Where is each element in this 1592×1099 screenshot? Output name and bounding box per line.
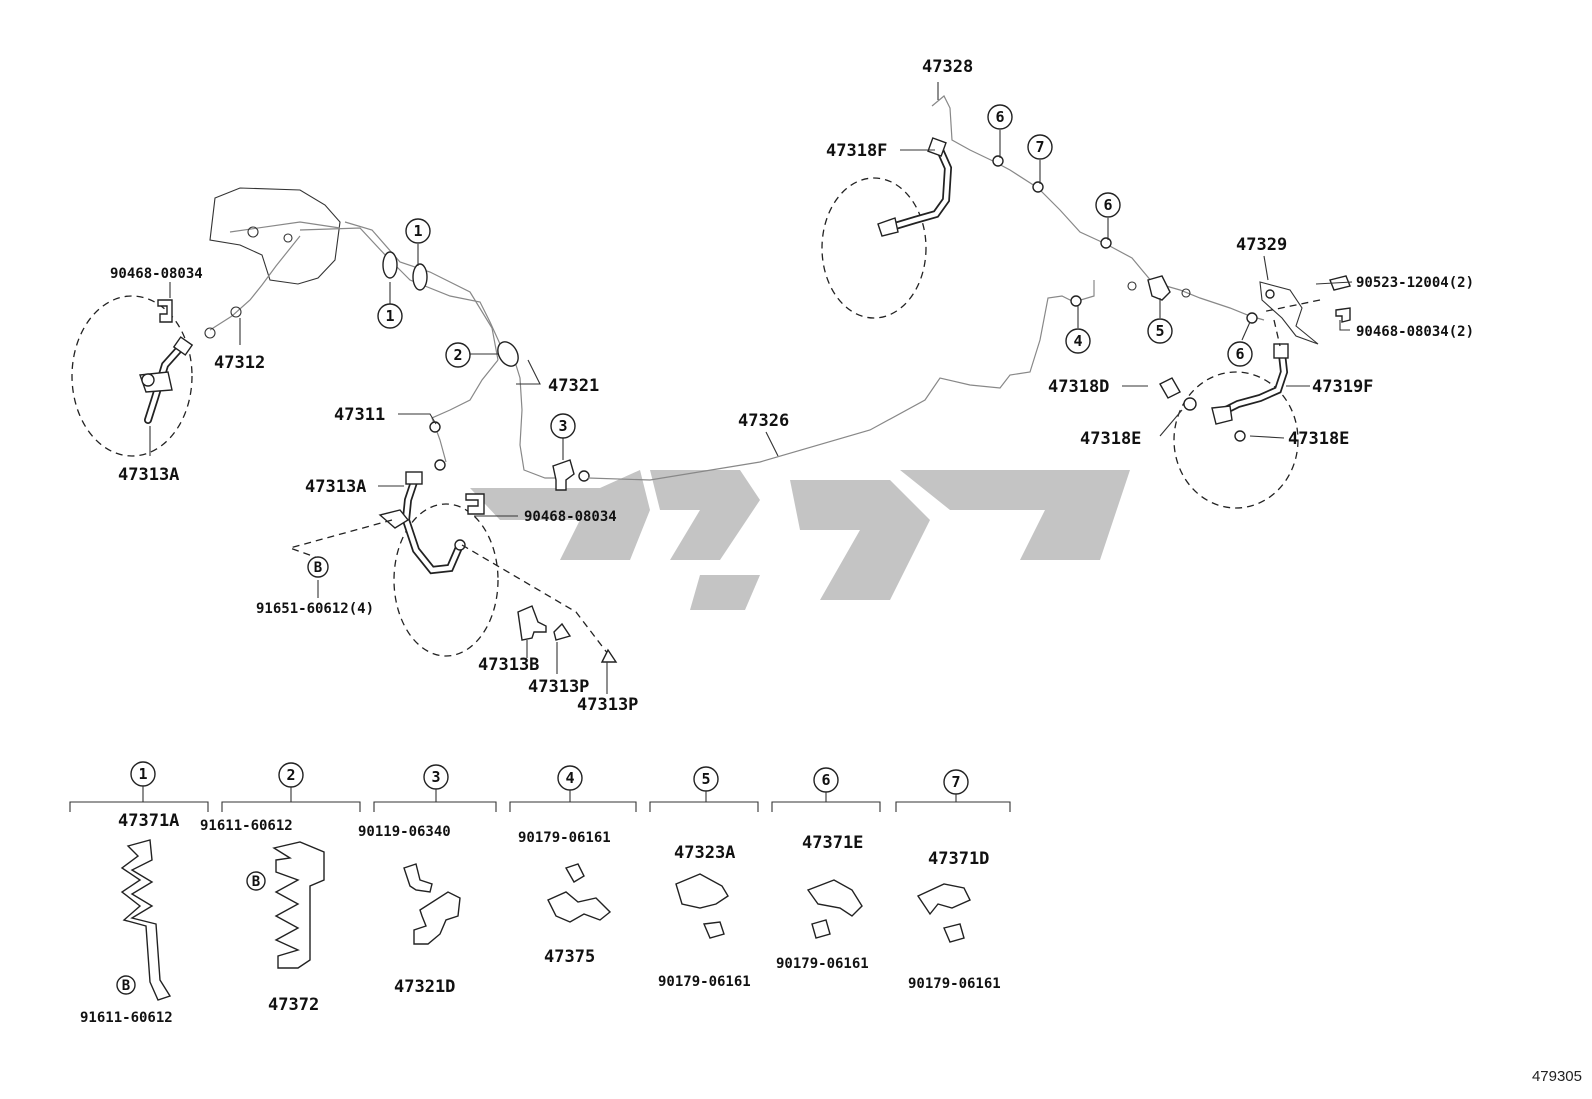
group-2-part-1: 91611-60612 [200, 818, 293, 834]
callout-90468-08034-left: 90468-08034 [110, 266, 203, 282]
group-6-part-1: 47371E [802, 833, 863, 853]
callout-47318F: 47318F [826, 141, 887, 161]
wheel-front-right [821, 177, 927, 319]
callout-90468-08034-center: 90468-08034 [524, 509, 617, 525]
detail-group-3: 3 90119-06340 47321D [358, 764, 497, 997]
diagram-code: 479305 [1531, 1068, 1582, 1085]
callout-47311: 47311 [334, 405, 385, 425]
marker-b-center: B [307, 556, 329, 578]
svg-text:7: 7 [951, 773, 960, 791]
callout-47318D: 47318D [1048, 377, 1109, 397]
group-5-part-1: 47323A [674, 843, 735, 863]
svg-text:6: 6 [995, 108, 1004, 126]
callout-90468-08034-right: 90468-08034(2) [1356, 324, 1474, 340]
marker-6-top: 6 [987, 104, 1013, 130]
marker-1-top: 1 [405, 218, 431, 244]
detail-groups: 1 47371A B 91611-60612 2 91611-60612 B 4… [69, 761, 1011, 1026]
svg-text:4: 4 [565, 769, 574, 787]
marker-5: 5 [1147, 318, 1173, 344]
group-4-part-2: 47375 [544, 947, 595, 967]
callout-47326: 47326 [738, 411, 789, 431]
detail-group-6: 6 47371E 90179-06161 [771, 767, 881, 972]
svg-text:1: 1 [138, 765, 147, 783]
detail-group-1: 1 47371A B 91611-60612 [69, 761, 209, 1026]
group-6-part-2: 90179-06161 [776, 956, 869, 972]
group-3-part-1: 90119-06340 [358, 824, 451, 840]
group-7-part-2: 90179-06161 [908, 976, 1001, 992]
callout-47319F: 47319F [1312, 377, 1373, 397]
group-4-part-1: 90179-06161 [518, 830, 611, 846]
marker-2: 2 [445, 342, 471, 368]
detail-group-4: 4 90179-06161 47375 [509, 765, 637, 967]
callout-47329: 47329 [1236, 235, 1287, 255]
group-1-part-1: 47371A [118, 811, 179, 831]
svg-text:1: 1 [413, 222, 422, 240]
master-cylinder [209, 187, 341, 285]
tube-47312 [209, 235, 301, 331]
callout-47321: 47321 [548, 376, 599, 396]
leader-lines [149, 82, 1353, 694]
callout-47313P-a: 47313P [528, 677, 589, 697]
callout-47313P-b: 47313P [577, 695, 638, 715]
watermark-logo [470, 470, 1130, 610]
group-1-part-2: 91611-60612 [80, 1010, 173, 1026]
svg-text:4: 4 [1073, 332, 1082, 350]
marker-6-right: 6 [1227, 341, 1253, 367]
wheel-rear-right [1173, 371, 1299, 509]
callout-47312: 47312 [214, 353, 265, 373]
marker-6-mid: 6 [1095, 192, 1121, 218]
svg-text:3: 3 [431, 768, 440, 786]
callout-90523-12004: 90523-12004(2) [1356, 275, 1474, 291]
group-2-part-2: 47372 [268, 995, 319, 1015]
svg-text:B: B [252, 874, 260, 890]
svg-text:3: 3 [558, 417, 567, 435]
svg-text:5: 5 [701, 770, 710, 788]
marker-3: 3 [550, 413, 576, 439]
callout-47313A-center: 47313A [305, 477, 366, 497]
svg-text:6: 6 [1103, 196, 1112, 214]
svg-text:6: 6 [821, 771, 830, 789]
svg-text:1: 1 [385, 307, 394, 325]
callout-47318E-left: 47318E [1080, 429, 1141, 449]
callout-47313A-left: 47313A [118, 465, 179, 485]
svg-text:5: 5 [1155, 322, 1164, 340]
wheel-front-left-inner [393, 503, 499, 657]
tube-47326 [587, 280, 1095, 481]
svg-text:2: 2 [286, 766, 295, 784]
marker-4: 4 [1065, 328, 1091, 354]
detail-group-5: 5 47323A 90179-06161 [649, 766, 759, 990]
group-3-part-2: 47321D [394, 977, 455, 997]
marker-7: 7 [1027, 134, 1053, 160]
wheel-front-left-outer [71, 295, 193, 457]
callout-91651-60612: 91651-60612(4) [256, 601, 374, 617]
group-5-part-2: 90179-06161 [658, 974, 751, 990]
reference-markers: 1 1 2 3 6 7 6 4 5 6 B [307, 104, 1253, 578]
detail-group-7: 7 47371D 90179-06161 [895, 769, 1011, 992]
svg-text:2: 2 [453, 346, 462, 364]
svg-text:B: B [122, 978, 130, 994]
group-7-part-1: 47371D [928, 849, 989, 869]
front-right-assembly [821, 95, 1351, 509]
front-left-assembly [71, 187, 1095, 663]
svg-text:B: B [314, 560, 322, 576]
callout-47313B: 47313B [478, 655, 539, 675]
marker-1-bottom: 1 [377, 303, 403, 329]
detail-group-2: 2 91611-60612 B 47372 [200, 762, 361, 1015]
svg-text:7: 7 [1035, 138, 1044, 156]
callout-labels: 47328 47318F 90468-08034 47312 47313A 47… [110, 57, 1474, 715]
tube-47328 [931, 95, 1265, 321]
callout-47328: 47328 [922, 57, 973, 77]
svg-text:6: 6 [1235, 345, 1244, 363]
callout-47318E-right: 47318E [1288, 429, 1349, 449]
